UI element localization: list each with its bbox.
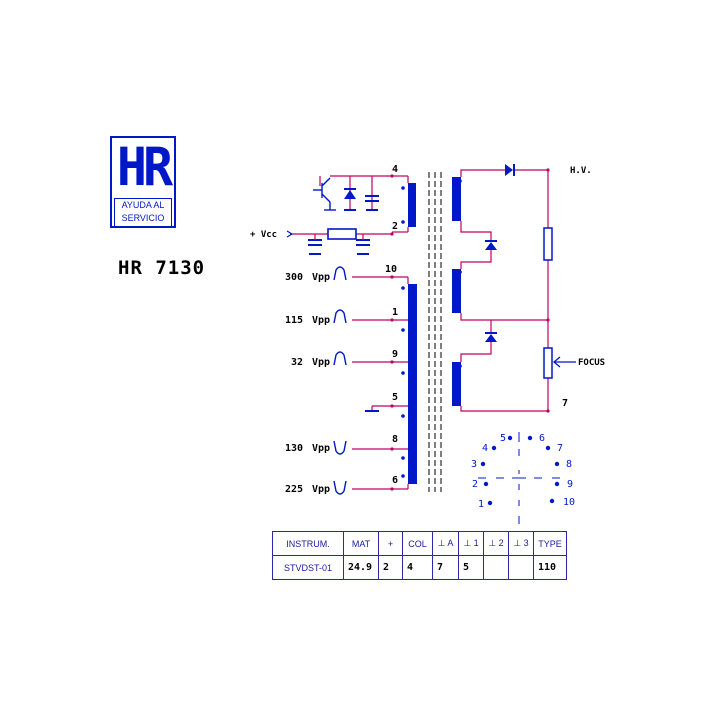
hv-label: H.V. bbox=[570, 166, 592, 176]
tap-wiring bbox=[352, 276, 409, 490]
model-title: HR 7130 bbox=[118, 257, 206, 279]
primary-wiring bbox=[290, 175, 409, 235]
spec-table: INSTRUM. MAT + COL ⊥ A ⊥ 1 ⊥ 2 ⊥ 3 TYPE … bbox=[272, 531, 567, 580]
pulse-130-amplitude: 130 bbox=[285, 443, 303, 454]
pin-label-7: 7 bbox=[562, 398, 568, 409]
focus-arrow-icon bbox=[552, 356, 576, 368]
pin-label-5: 5 bbox=[392, 392, 398, 403]
pinout-label-1: 1 bbox=[478, 499, 484, 510]
pinout-label-10: 10 bbox=[563, 497, 575, 508]
pulse-225-unit: Vpp bbox=[312, 484, 330, 495]
spec-header-type: TYPE bbox=[533, 531, 567, 556]
pinout-label-2: 2 bbox=[472, 479, 478, 490]
focus-label: FOCUS bbox=[578, 358, 605, 368]
pulse-300-unit: Vpp bbox=[312, 272, 330, 283]
vcc-filter-icon bbox=[286, 228, 370, 255]
spec-value-gnd-2 bbox=[483, 555, 509, 580]
pulse-waveform-icons bbox=[333, 266, 347, 495]
spec-header-gnd-2: ⊥ 2 bbox=[483, 531, 509, 556]
spec-value-instrum: STVDST-01 bbox=[272, 555, 344, 580]
spec-header-gnd-3: ⊥ 3 bbox=[508, 531, 534, 556]
spec-header-mat: MAT bbox=[343, 531, 379, 556]
pin-label-8: 8 bbox=[392, 434, 398, 445]
spec-header-gnd-1: ⊥ 1 bbox=[458, 531, 484, 556]
spec-header-instrum: INSTRUM. bbox=[272, 531, 344, 556]
hv-windings bbox=[452, 177, 461, 406]
pin-label-4: 4 bbox=[392, 164, 398, 175]
logo-letters: HR bbox=[116, 136, 173, 198]
vcc-label: + Vcc bbox=[250, 230, 277, 240]
spec-header-plus: + bbox=[378, 531, 403, 556]
spec-value-gnd-a: 7 bbox=[432, 555, 459, 580]
pin-label-10: 10 bbox=[385, 264, 397, 275]
primary-winding-upper bbox=[408, 183, 416, 227]
pinout-label-6: 6 bbox=[539, 433, 545, 444]
spec-value-mat: 24.9 bbox=[343, 555, 379, 580]
pinout-diagram bbox=[478, 432, 560, 524]
spec-value-row: STVDST-01 24.9 2 4 7 5 110 bbox=[272, 555, 567, 580]
switching-transistor-icon bbox=[313, 177, 336, 211]
spec-value-gnd-1: 5 bbox=[458, 555, 484, 580]
pulse-115-unit: Vpp bbox=[312, 315, 330, 326]
spec-value-gnd-3 bbox=[508, 555, 534, 580]
transformer-core bbox=[428, 172, 442, 492]
bleeder-resistor-icons bbox=[543, 227, 553, 379]
pin-label-1: 1 bbox=[392, 307, 398, 318]
pin-label-6: 6 bbox=[392, 475, 398, 486]
junction-dots bbox=[390, 168, 550, 491]
logo-subtitle: AYUDA AL SERVICIO bbox=[114, 198, 172, 228]
pulse-300-amplitude: 300 bbox=[285, 272, 303, 283]
pulse-115-amplitude: 115 bbox=[285, 315, 303, 326]
pulse-32-unit: Vpp bbox=[312, 357, 330, 368]
pulse-225-amplitude: 225 bbox=[285, 484, 303, 495]
spec-value-col: 4 bbox=[402, 555, 433, 580]
pinout-label-4: 4 bbox=[482, 443, 488, 454]
spec-header-row: INSTRUM. MAT + COL ⊥ A ⊥ 1 ⊥ 2 ⊥ 3 TYPE bbox=[272, 531, 567, 556]
spec-header-gnd-a: ⊥ A bbox=[432, 531, 459, 556]
pulse-130-unit: Vpp bbox=[312, 443, 330, 454]
pinout-label-9: 9 bbox=[567, 479, 573, 490]
damper-diode-icon bbox=[344, 188, 356, 211]
pinout-label-8: 8 bbox=[566, 459, 572, 470]
primary-winding-lower bbox=[408, 284, 417, 484]
pinout-label-5: 5 bbox=[500, 433, 506, 444]
pinout-label-7: 7 bbox=[557, 443, 563, 454]
hr-logo: HR AYUDA AL SERVICIO bbox=[110, 136, 176, 228]
pin-label-9: 9 bbox=[392, 349, 398, 360]
spec-value-plus: 2 bbox=[378, 555, 403, 580]
hv-diode-icons bbox=[485, 164, 515, 342]
hv-wiring bbox=[460, 169, 549, 412]
spec-value-type: 110 bbox=[533, 555, 567, 580]
tuning-capacitor-icon bbox=[365, 195, 379, 211]
pinout-label-3: 3 bbox=[471, 459, 477, 470]
spec-header-col: COL bbox=[402, 531, 433, 556]
logo-subtitle-line-1: AYUDA AL bbox=[121, 200, 165, 210]
pulse-32-amplitude: 32 bbox=[291, 357, 303, 368]
logo-subtitle-line-2: SERVICIO bbox=[121, 213, 165, 223]
pin-label-2: 2 bbox=[392, 221, 398, 232]
